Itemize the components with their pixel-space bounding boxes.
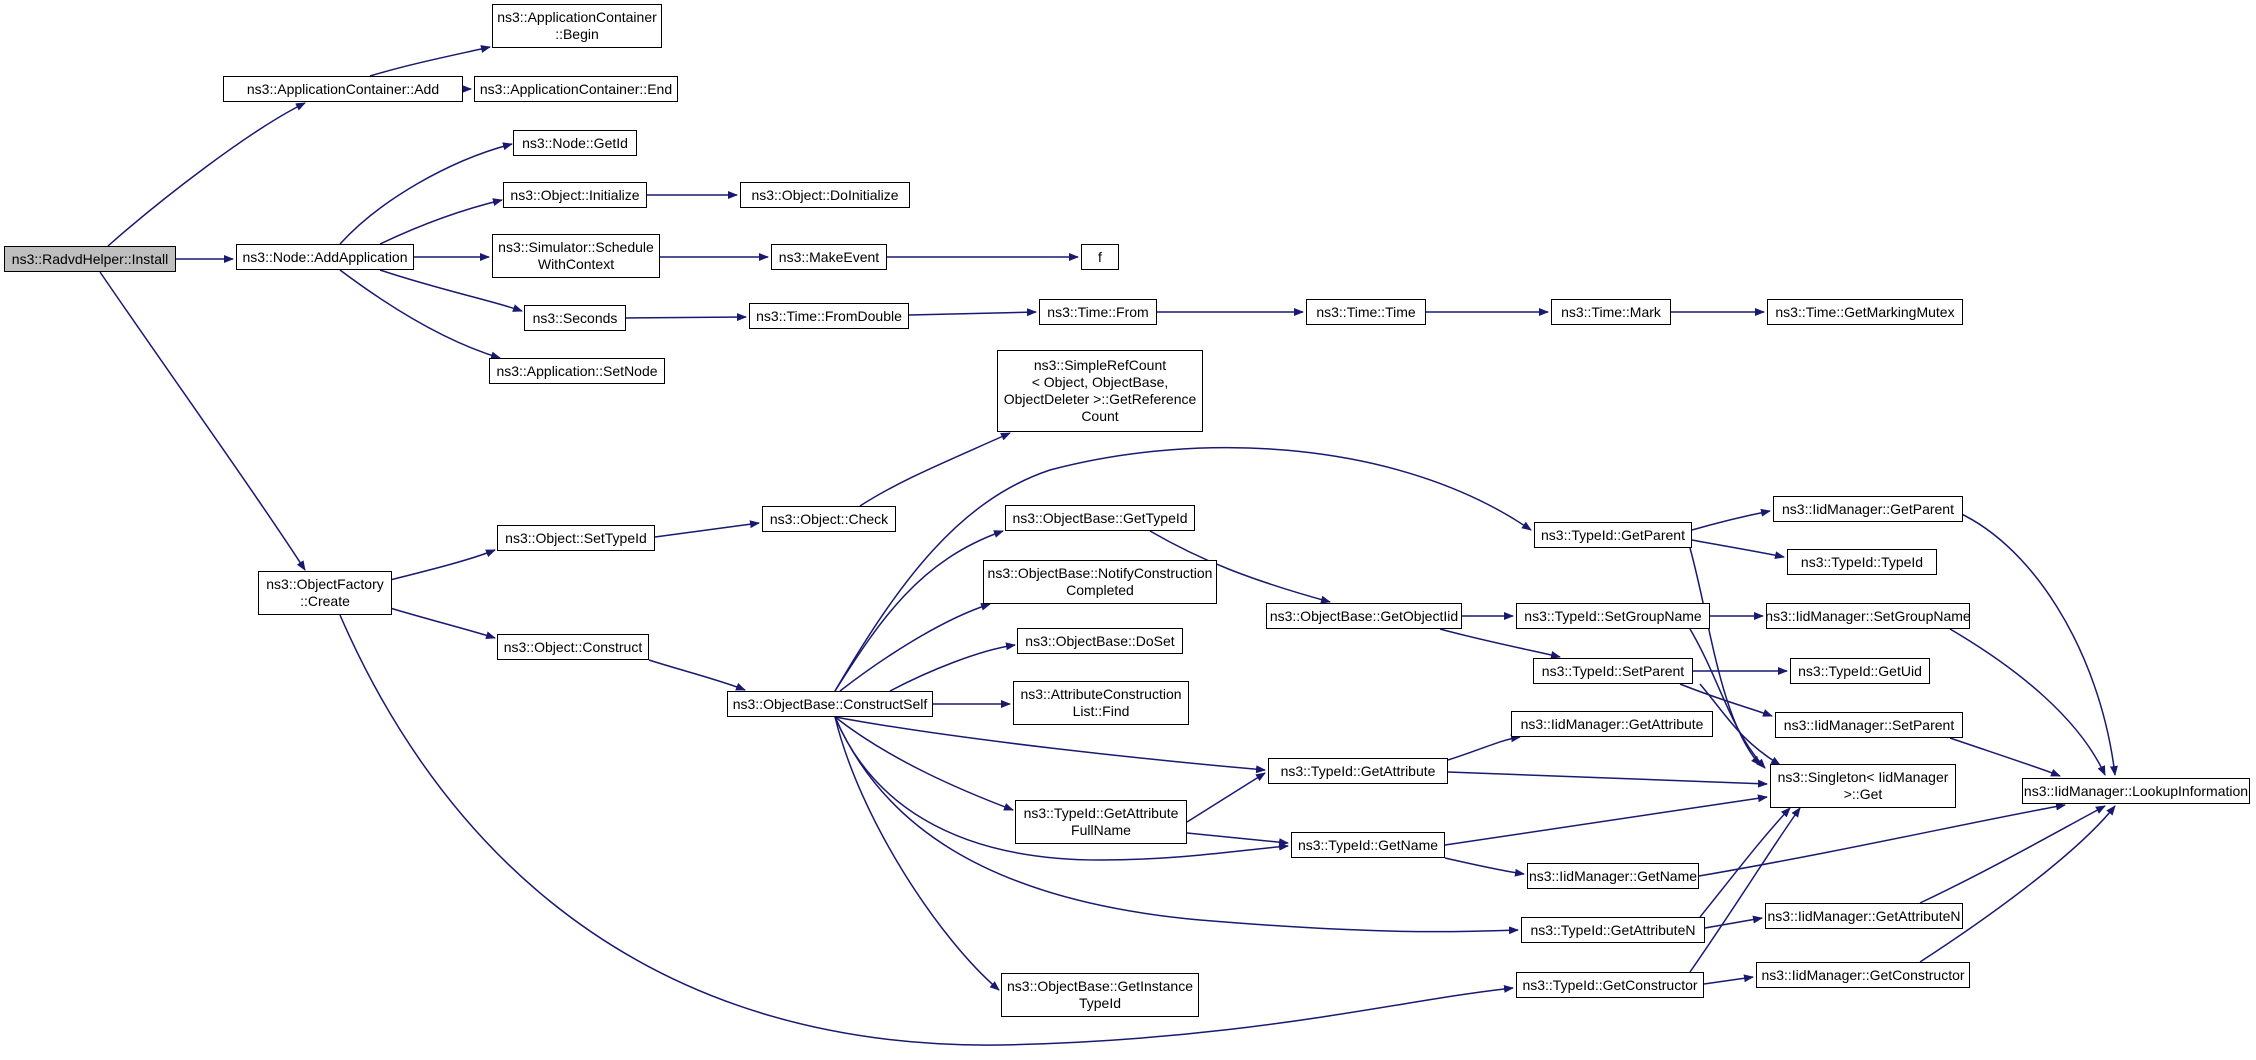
edge-constructself-getattribute — [834, 716, 1266, 774]
edge-create-construct — [389, 607, 496, 640]
node-typeid-getconstructor[interactable]: ns3::TypeId::GetConstructor — [1516, 972, 1704, 998]
edge-constructself-getname — [834, 716, 1289, 861]
edge-fromdouble-from — [908, 308, 1037, 317]
edge-construct-constructself — [648, 659, 746, 691]
node-node-getid[interactable]: ns3::Node::GetId — [513, 130, 637, 156]
edge-getattributen-iid-getattributen — [1704, 915, 1763, 929]
node-makeevent[interactable]: ns3::MakeEvent — [771, 244, 887, 270]
edge-getname-singleton — [1444, 794, 1768, 846]
node-typeid-typeid[interactable]: ns3::TypeId::TypeId — [1787, 549, 1937, 575]
node-applicationcontainer-end[interactable]: ns3::ApplicationContainer::End — [474, 76, 678, 102]
edge-getparent-typeid-typeid — [1691, 539, 1785, 560]
edge-ob-gettypeid-getobjectiid — [1149, 530, 1331, 604]
node-typeid-getattribute[interactable]: ns3::TypeId::GetAttribute — [1268, 758, 1448, 784]
node-iidmanager-getattribute[interactable]: ns3::IidManager::GetAttribute — [1511, 711, 1713, 737]
node-object-construct[interactable]: ns3::Object::Construct — [497, 634, 649, 660]
node-object-initialize[interactable]: ns3::Object::Initialize — [503, 182, 647, 208]
node-typeid-getuid[interactable]: ns3::TypeId::GetUid — [1790, 658, 1930, 684]
edge-getobjectiid-setparent — [1439, 628, 1561, 659]
node-iidmanager-getname[interactable]: ns3::IidManager::GetName — [1527, 863, 1699, 889]
node-objectbase-gettypeid[interactable]: ns3::ObjectBase::GetTypeId — [1005, 505, 1195, 531]
edge-constructself-ob-gettypeid — [834, 530, 1004, 692]
node-objectbase-getobjectiid[interactable]: ns3::ObjectBase::GetObjectIid — [1266, 603, 1462, 629]
node-seconds[interactable]: ns3::Seconds — [524, 305, 626, 331]
node-time-from[interactable]: ns3::Time::From — [1039, 299, 1157, 325]
edge-getparent-iid-getparent — [1691, 508, 1771, 531]
node-applicationcontainer-add[interactable]: ns3::ApplicationContainer::Add — [223, 76, 463, 102]
edge-check-simplerefcount — [859, 432, 1011, 507]
node-iidmanager-lookupinformation[interactable]: ns3::IidManager::LookupInformation — [2022, 778, 2250, 804]
node-typeid-getname[interactable]: ns3::TypeId::GetName — [1291, 832, 1445, 858]
edge-iid-getparent-lookup — [1949, 508, 2118, 776]
node-attributeconstructionlist-find[interactable]: ns3::AttributeConstruction List::Find — [1013, 681, 1189, 725]
edge-getname-iid-getname — [1444, 857, 1525, 877]
edge-iid-setparent-lookup — [1949, 737, 2061, 777]
node-node-addapplication[interactable]: ns3::Node::AddApplication — [236, 244, 414, 270]
edge-setgroupname-singleton — [1689, 628, 1766, 769]
edge-addapp-getid — [339, 142, 513, 245]
edge-constructself-getattrfull — [834, 716, 1014, 811]
edge-getattrfull-getattribute — [1186, 772, 1266, 823]
node-singleton-iidmanager-get[interactable]: ns3::Singleton< IidManager >::Get — [1770, 764, 1956, 808]
edge-getattribute-singleton — [1447, 771, 1768, 788]
edge-appcont-add-begin — [369, 45, 491, 77]
node-typeid-getparent[interactable]: ns3::TypeId::GetParent — [1534, 522, 1692, 548]
edge-getattributen-singleton — [1699, 807, 1791, 918]
edge-iid-getattributen-lookup — [1919, 805, 2106, 904]
edge-getconstructor-iid-getconstructor — [1703, 974, 1754, 985]
node-iidmanager-setgroupname[interactable]: ns3::IidManager::SetGroupName — [1765, 603, 1971, 629]
node-time-time[interactable]: ns3::Time::Time — [1306, 299, 1426, 325]
node-objectbase-getinstancetypeid[interactable]: ns3::ObjectBase::GetInstance TypeId — [1001, 973, 1199, 1017]
node-objectbase-doset[interactable]: ns3::ObjectBase::DoSet — [1017, 628, 1183, 654]
edge-constructself-getinstance — [834, 716, 1000, 991]
edge-seconds-fromdouble — [625, 313, 747, 322]
edge-settypeid-check — [654, 520, 760, 538]
node-time-getmarkingmutex[interactable]: ns3::Time::GetMarkingMutex — [1767, 299, 1963, 325]
edge-constructself-doset — [889, 642, 1016, 692]
edge-create-getconstructor — [339, 614, 1514, 1046]
edge-create-settypeid — [389, 549, 496, 581]
node-iidmanager-getattributen[interactable]: ns3::IidManager::GetAttributeN — [1765, 903, 1963, 929]
node-time-fromdouble[interactable]: ns3::Time::FromDouble — [749, 303, 909, 329]
edge-install-appcont-add — [107, 102, 306, 247]
node-iidmanager-getconstructor[interactable]: ns3::IidManager::GetConstructor — [1756, 962, 1970, 988]
edge-getattribute-iid-getattribute — [1447, 734, 1521, 761]
edge-constructself-notify — [839, 602, 991, 692]
edge-getparent-singleton — [1689, 547, 1761, 766]
edge-constructself-typeid-getparent — [834, 446, 1532, 692]
edge-getconstructor-singleton — [1689, 807, 1801, 973]
node-applicationcontainer-begin[interactable]: ns3::ApplicationContainer ::Begin — [492, 4, 662, 48]
node-objectfactory-create[interactable]: ns3::ObjectFactory ::Create — [258, 571, 392, 615]
edge-iid-getname-lookup — [1698, 802, 2066, 877]
node-time-mark[interactable]: ns3::Time::Mark — [1551, 299, 1671, 325]
node-objectbase-constructself[interactable]: ns3::ObjectBase::ConstructSelf — [727, 691, 933, 717]
edge-iid-getconstructor-lookup — [1919, 805, 2116, 963]
node-simulator-schedulewithcontext[interactable]: ns3::Simulator::Schedule WithContext — [492, 234, 660, 278]
edge-setparent-singleton — [1699, 683, 1781, 766]
node-iidmanager-setparent[interactable]: ns3::IidManager::SetParent — [1775, 712, 1963, 738]
node-typeid-setparent[interactable]: ns3::TypeId::SetParent — [1533, 658, 1693, 684]
edge-constructself-getattributen — [834, 716, 1519, 935]
edge-getattrfull-getname — [1186, 832, 1289, 847]
node-object-doinitialize[interactable]: ns3::Object::DoInitialize — [740, 182, 910, 208]
node-typeid-getattributen[interactable]: ns3::TypeId::GetAttributeN — [1521, 917, 1705, 943]
node-iidmanager-getparent[interactable]: ns3::IidManager::GetParent — [1773, 496, 1963, 522]
edge-addapp-setnode — [339, 269, 501, 360]
edge-iid-setgroupname-lookup — [1949, 628, 2106, 776]
edge-addapp-initialize — [379, 198, 503, 245]
edge-setparent-iid-setparent — [1679, 683, 1773, 717]
node-simplerefcount-getreferencecount[interactable]: ns3::SimpleRefCount < Object, ObjectBase… — [997, 350, 1203, 432]
node-object-settypeid[interactable]: ns3::Object::SetTypeId — [497, 525, 655, 551]
node-application-setnode[interactable]: ns3::Application::SetNode — [489, 358, 665, 384]
edge-addapp-seconds — [379, 269, 523, 312]
node-object-check[interactable]: ns3::Object::Check — [762, 506, 896, 532]
node-f[interactable]: f — [1081, 244, 1119, 270]
edge-install-objfactory-create — [99, 271, 306, 571]
node-objectbase-notifyconstructioncompleted[interactable]: ns3::ObjectBase::NotifyConstruction Comp… — [983, 560, 1217, 604]
node-radvdhelper-install[interactable]: ns3::RadvdHelper::Install — [4, 246, 176, 272]
node-typeid-getattributefullname[interactable]: ns3::TypeId::GetAttribute FullName — [1015, 800, 1187, 844]
node-typeid-setgroupname[interactable]: ns3::TypeId::SetGroupName — [1516, 603, 1710, 629]
